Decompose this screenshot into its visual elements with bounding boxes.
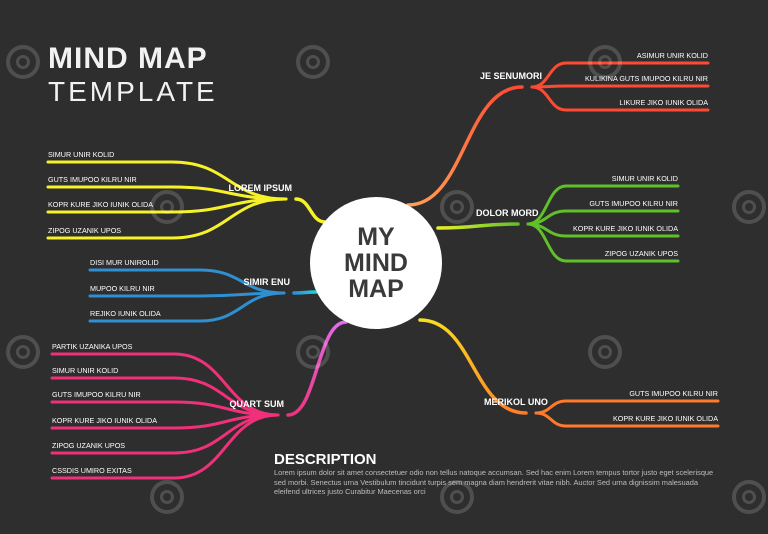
leaf-label: KOPR KURE JIKO IUNIK OLIDA xyxy=(613,414,718,423)
leaf-label: ZIPOG UZANIK UPOS xyxy=(48,226,121,235)
branch-label: SIMIR ENU xyxy=(243,277,290,287)
leaf-label: SIMUR UNIR KOLID xyxy=(52,366,118,375)
branch-group: ASIMUR UNIR KOLID KULIKINA GUTS IMUPOO KI… xyxy=(406,51,710,207)
leaf-label: REJIKO IUNIK OLIDA xyxy=(90,309,161,318)
branch-label: JE SENUMORI xyxy=(480,71,542,81)
title-sub: TEMPLATE xyxy=(48,76,218,107)
description-body: Lorem ipsum dolor sit amet consectetuer … xyxy=(274,468,714,497)
leaf-label: LIKURE JIKO IUNIK OLIDA xyxy=(619,98,708,107)
leaf-label: KOPR KURE JIKO IUNIK OLIDA xyxy=(573,224,678,233)
title-main: MIND MAP xyxy=(48,42,208,75)
watermark-spiral-icon xyxy=(296,335,330,369)
branch-label: LOREM IPSUM xyxy=(228,183,292,193)
leaf-label: KOPR KURE JIKO IUNIK OLIDA xyxy=(52,416,157,425)
leaf-label: DISI MUR UNIROLID xyxy=(90,258,159,267)
description-title: DESCRIPTION xyxy=(274,451,377,468)
branch-group: PARTIK UZANIKA UPOS SIMUR UNIR KOLID GUTS … xyxy=(50,320,348,480)
leaf-label: CSSDIS UMIRO EXITAS xyxy=(52,466,132,475)
leaf-label: GUTS IMUPOO KILRU NIR xyxy=(48,175,137,184)
branch-label: MERIKOL UNO xyxy=(484,397,548,407)
watermark-spiral-icon xyxy=(150,190,184,224)
leaf-label: ASIMUR UNIR KOLID xyxy=(637,51,708,60)
leaf-line xyxy=(88,291,286,323)
leaf-line xyxy=(526,209,680,226)
leaf-line xyxy=(88,291,286,298)
central-node-label: MY MIND MAP xyxy=(344,223,408,303)
branch-stem xyxy=(292,290,318,295)
watermark-spiral-icon xyxy=(296,45,330,79)
branch-stem xyxy=(436,222,520,230)
leaf-label: MUPOO KILRU NIR xyxy=(90,284,155,293)
watermark-spiral-icon xyxy=(6,335,40,369)
watermark-spiral-icon xyxy=(588,45,622,79)
leaf-line xyxy=(530,85,710,112)
watermark-spiral-icon xyxy=(440,190,474,224)
leaf-line xyxy=(50,413,280,480)
leaf-label: SIMUR UNIR KOLID xyxy=(48,150,114,159)
branch-label: QUART SUM xyxy=(230,399,285,409)
leaf-line xyxy=(46,197,288,240)
leaf-label: GUTS IMUPOO KILRU NIR xyxy=(589,199,678,208)
branch-group: GUTS IMUPOO KILRU NIR KOPR KURE JIKO IUNI… xyxy=(418,318,720,428)
branch-group: SIMUR UNIR KOLID GUTS IMUPOO KILRU NIR KOP… xyxy=(436,174,680,263)
branch-group: SIMUR UNIR KOLID GUTS IMUPOO KILRU NIR KOP… xyxy=(46,150,327,240)
branch-label: DOLOR MORD xyxy=(476,208,539,218)
watermark-spiral-icon xyxy=(732,190,766,224)
leaf-label: ZIPOG UZANIK UPOS xyxy=(52,441,125,450)
watermark-spiral-icon xyxy=(150,480,184,514)
central-node: MY MIND MAP xyxy=(310,197,442,329)
leaf-line xyxy=(530,84,710,89)
leaf-label: GUTS IMUPOO KILRU NIR xyxy=(52,390,141,399)
leaf-label: KOPR KURE JIKO IUNIK OLIDA xyxy=(48,200,153,209)
leaf-line xyxy=(534,411,720,428)
leaf-label: GUTS IMUPOO KILRU NIR xyxy=(629,389,718,398)
watermark-spiral-icon xyxy=(732,480,766,514)
leaf-label: ZIPOG UZANIK UPOS xyxy=(605,249,678,258)
branch-stem xyxy=(418,318,528,415)
leaf-line xyxy=(534,399,720,415)
branch-group: DISI MUR UNIROLID MUPOO KILRU NIR REJIKO I… xyxy=(88,258,318,323)
branch-stem xyxy=(294,197,327,224)
leaf-label: KULIKINA GUTS IMUPOO KILRU NIR xyxy=(585,74,708,83)
leaf-line xyxy=(526,222,680,263)
watermark-spiral-icon xyxy=(6,45,40,79)
leaf-label: SIMUR UNIR KOLID xyxy=(612,174,678,183)
watermark-spiral-icon xyxy=(440,480,474,514)
leaf-label: PARTIK UZANIKA UPOS xyxy=(52,342,133,351)
branch-stem xyxy=(406,85,524,207)
watermark-spiral-icon xyxy=(588,335,622,369)
